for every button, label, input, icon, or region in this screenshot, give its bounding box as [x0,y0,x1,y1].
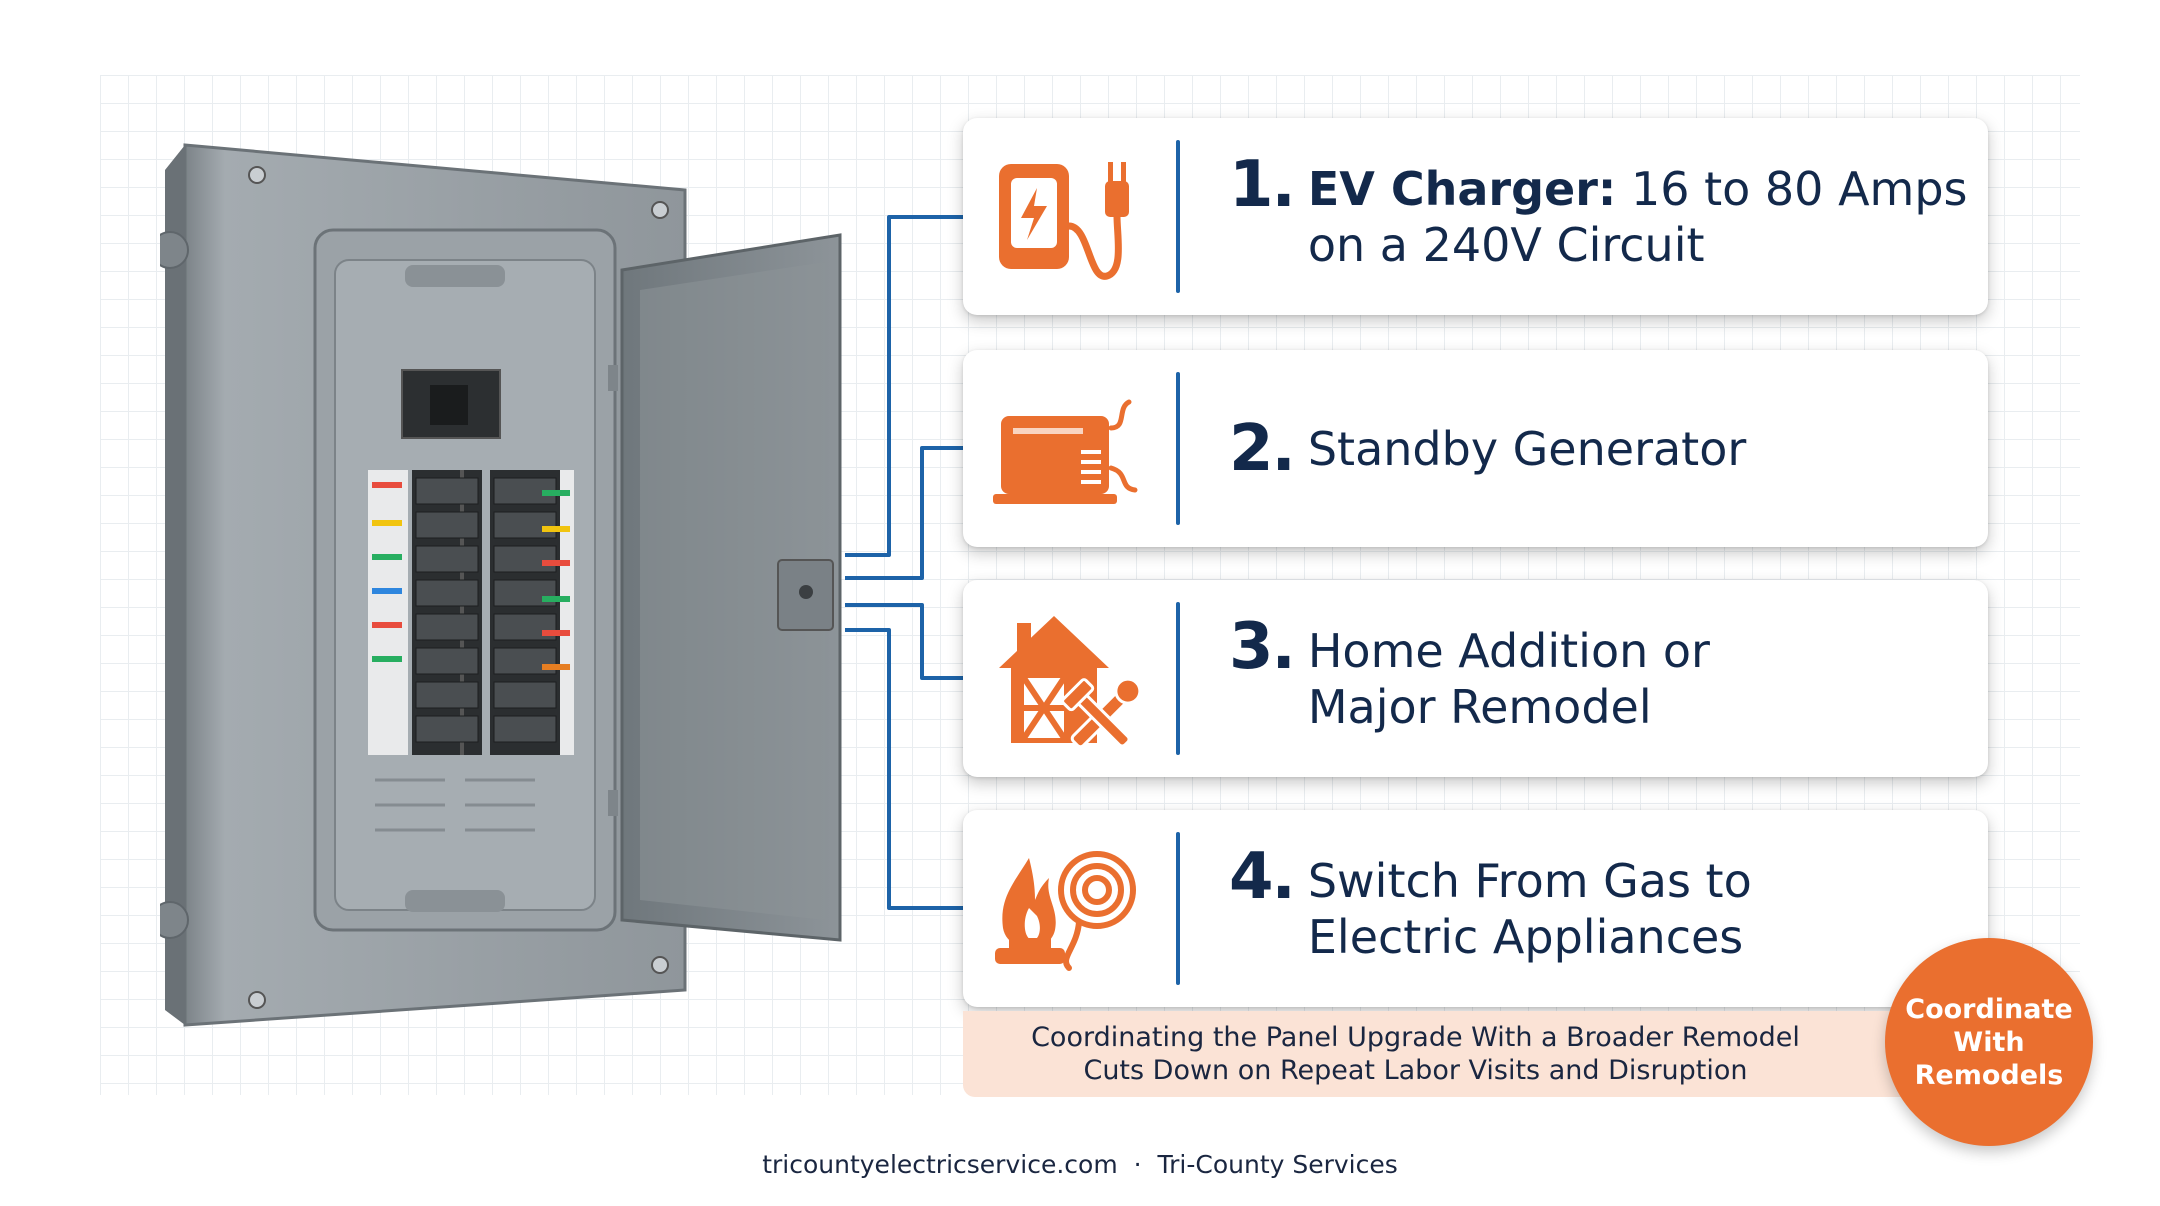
card-ev-charger: 1. EV Charger: 16 to 80 Amps on a 240V C… [963,118,1988,315]
card-number: 3. [1229,610,1296,684]
note-line1: Coordinating the Panel Upgrade With a Br… [1031,1022,1800,1053]
footer-company: Tri-County Services [1157,1150,1398,1179]
generator-icon [993,399,1138,504]
card-label-bold: EV Charger: [1307,161,1617,216]
card-divider [1176,602,1180,755]
card-standby-generator: 2. Standby Generator [963,350,1988,547]
house-remodel-icon [999,616,1139,749]
card-number: 4. [1229,840,1296,914]
card-label: Switch From Gas to Electric Appliances [1307,853,1752,964]
card-divider [1176,832,1180,985]
coordinate-badge: Coordinate With Remodels [1885,938,2093,1146]
card-label-rest: 16 to 80 Amps [1630,161,1968,216]
card-label-line2: on a 240V Circuit [1307,217,1705,272]
card-number: 1. [1229,148,1296,222]
card-number: 2. [1229,411,1296,486]
note-line2: Cuts Down on Repeat Labor Visits and Dis… [1083,1055,1748,1086]
breaker-panel-illustration [160,143,842,1027]
remodel-note: Coordinating the Panel Upgrade With a Br… [963,1011,1988,1097]
footer-separator: · [1133,1150,1142,1179]
card-divider [1176,140,1180,293]
ev-charger-icon [999,162,1129,280]
card-label: EV Charger: 16 to 80 Amps on a 240V Circ… [1308,161,1968,273]
card-divider [1176,372,1180,525]
footer-site: tricountyelectricservice.com [762,1150,1118,1179]
card-gas-to-electric: 4. Switch From Gas to Electric Appliance… [963,810,1988,1007]
card-label: Home Addition or Major Remodel [1307,623,1710,734]
flame-coil-icon [995,851,1136,971]
card-label: Standby Generator [1307,421,1747,476]
footer: tricountyelectricservice.com · Tri-Count… [0,1150,2160,1179]
card-home-addition: 3. Home Addition or Major Remodel [963,580,1988,777]
